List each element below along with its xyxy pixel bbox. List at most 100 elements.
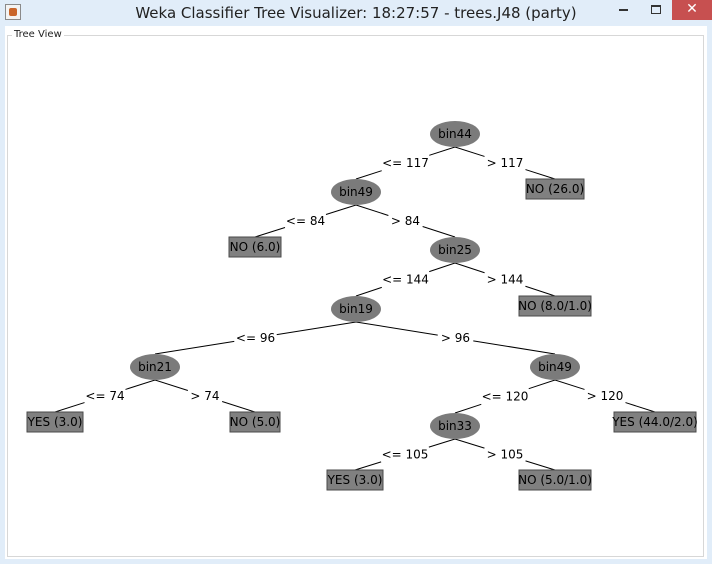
leaf-box	[525, 178, 585, 200]
node-label: NO (26.0)	[526, 182, 584, 196]
close-icon: ✕	[686, 1, 698, 17]
node-ellipse	[430, 237, 480, 263]
edge-line-lower	[525, 460, 556, 471]
leaf-node[interactable]: NO (5.0/1.0)	[518, 469, 592, 491]
tree-edge: <= 105	[354, 438, 456, 471]
tree-edge: > 96	[355, 321, 556, 355]
node-label: bin44	[438, 127, 472, 141]
node-label: bin21	[138, 360, 172, 374]
attribute-node[interactable]: bin49	[530, 354, 580, 380]
tree-edge: <= 74	[54, 379, 156, 413]
edge-line-lower	[355, 170, 382, 180]
tree-edge: > 105	[454, 438, 556, 471]
leaf-box	[228, 236, 282, 258]
edge-line-lower	[221, 401, 256, 413]
maximize-button[interactable]	[641, 0, 672, 20]
leaf-node[interactable]: NO (8.0/1.0)	[518, 295, 592, 317]
tree-edge: > 117	[454, 146, 556, 180]
leaf-node[interactable]: YES (44.0/2.0)	[611, 411, 698, 433]
edge-line-upper	[454, 438, 485, 449]
node-label: bin49	[538, 360, 572, 374]
node-label: NO (5.0)	[230, 415, 281, 429]
node-ellipse	[530, 354, 580, 380]
tree-view-panel-title: Tree View	[12, 29, 64, 40]
minimize-icon	[619, 9, 628, 11]
edge-line-lower	[454, 403, 482, 414]
node-label: bin25	[438, 243, 472, 257]
edge-label: > 84	[391, 214, 420, 228]
node-ellipse	[430, 413, 480, 439]
node-label: YES (3.0)	[327, 473, 383, 487]
title-bar[interactable]: Weka Classifier Tree Visualizer: 18:27:5…	[0, 0, 712, 26]
edge-label: > 117	[487, 156, 524, 170]
tree-edge: > 144	[454, 262, 556, 297]
attribute-node[interactable]: bin44	[430, 121, 480, 147]
node-label: bin49	[339, 185, 373, 199]
node-ellipse	[130, 354, 180, 380]
tree-edge: > 84	[355, 204, 456, 238]
edge-label: <= 117	[382, 156, 429, 170]
leaf-box	[518, 295, 592, 317]
tree-view-panel[interactable]	[7, 35, 704, 557]
tree-edge: <= 120	[454, 379, 556, 414]
edge-line-upper	[154, 379, 189, 391]
edge-line-lower	[525, 169, 556, 180]
node-ellipse	[331, 179, 381, 205]
leaf-box	[613, 411, 697, 433]
edge-label: <= 74	[85, 389, 124, 403]
attribute-node[interactable]: bin33	[430, 413, 480, 439]
node-label: YES (44.0/2.0)	[611, 415, 698, 429]
attribute-node[interactable]: bin25	[430, 237, 480, 263]
java-app-icon[interactable]	[5, 4, 21, 20]
close-button[interactable]: ✕	[672, 0, 712, 20]
node-ellipse	[331, 296, 381, 322]
tree-edge: <= 144	[355, 262, 456, 297]
edge-line-lower	[154, 340, 235, 355]
attribute-node[interactable]: bin19	[331, 296, 381, 322]
tree-edge: <= 117	[355, 146, 456, 180]
edge-label: <= 144	[382, 273, 429, 287]
leaf-box	[229, 411, 281, 433]
tree-edge: > 120	[554, 379, 656, 413]
node-label: NO (6.0)	[230, 240, 281, 254]
edge-label: <= 84	[286, 214, 325, 228]
edge-line-lower	[354, 461, 382, 471]
minimize-button[interactable]	[608, 0, 641, 20]
node-label: YES (3.0)	[27, 415, 83, 429]
leaf-node[interactable]: YES (3.0)	[326, 469, 384, 491]
node-label: bin33	[438, 419, 472, 433]
leaf-node[interactable]: NO (26.0)	[525, 178, 585, 200]
edge-line-upper	[355, 204, 389, 216]
edge-label: <= 96	[236, 331, 275, 345]
edge-line-upper	[454, 146, 485, 157]
edge-line-lower	[54, 402, 85, 413]
node-label: NO (8.0/1.0)	[518, 299, 592, 313]
edge-line-lower	[525, 285, 556, 297]
attribute-node[interactable]: bin21	[130, 354, 180, 380]
node-label: bin19	[339, 302, 373, 316]
edge-line-upper	[454, 262, 485, 274]
maximize-icon	[651, 5, 661, 14]
edge-line-lower	[422, 226, 456, 238]
edge-line-upper	[429, 146, 456, 156]
node-ellipse	[430, 121, 480, 147]
window-title: Weka Classifier Tree Visualizer: 18:27:5…	[135, 4, 577, 22]
leaf-box	[26, 411, 84, 433]
edge-line-lower	[355, 286, 382, 297]
leaf-node[interactable]: NO (5.0)	[229, 411, 281, 433]
edge-line-upper	[325, 204, 357, 215]
leaf-box	[326, 469, 384, 491]
edge-line-lower	[254, 227, 286, 238]
leaf-node[interactable]: NO (6.0)	[228, 236, 282, 258]
edge-label: > 74	[190, 389, 219, 403]
edge-line-upper	[429, 262, 456, 273]
edge-label: <= 105	[382, 448, 429, 462]
edge-line-upper	[428, 438, 456, 448]
leaf-node[interactable]: YES (3.0)	[26, 411, 84, 433]
attribute-node[interactable]: bin49	[331, 179, 381, 205]
tree-edge: <= 96	[154, 321, 357, 355]
edge-label: > 105	[487, 448, 524, 462]
tree-edge: > 74	[154, 379, 256, 413]
